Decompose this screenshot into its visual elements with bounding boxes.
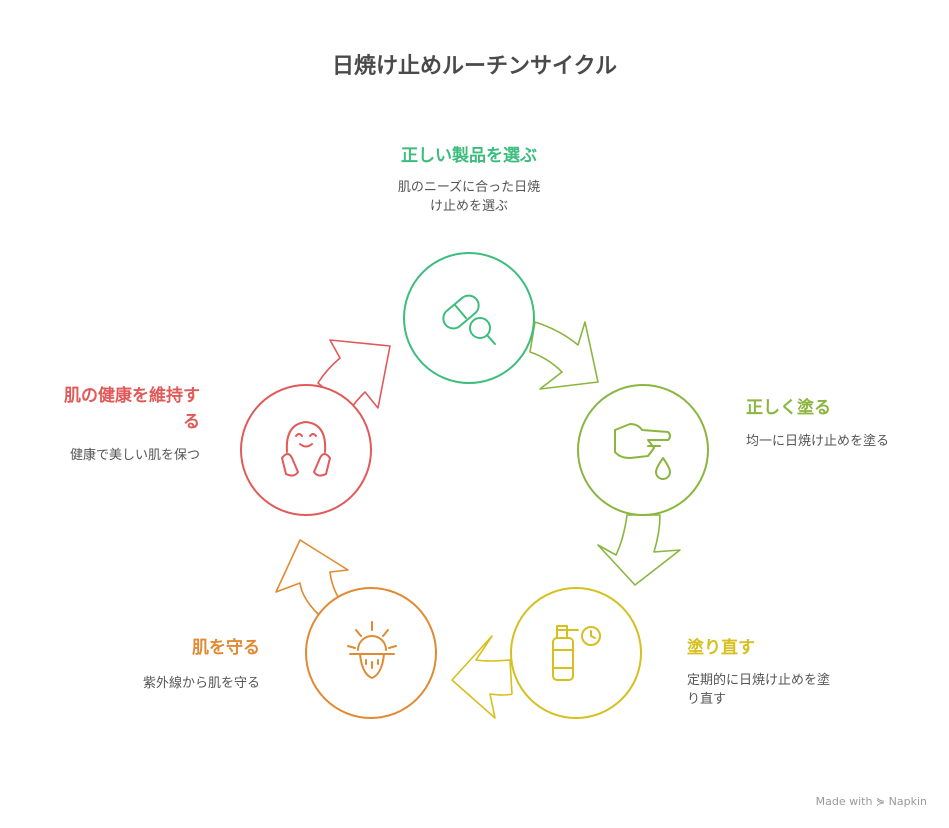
step-2-desc: 均一に日焼け止めを塗る xyxy=(746,434,890,449)
step-circle-3 xyxy=(510,587,642,719)
sun-shield-icon xyxy=(347,621,397,680)
step-5-desc: 健康で美しい肌を保つ xyxy=(69,448,200,463)
bottle-timer-icon xyxy=(552,625,601,681)
arrow-4-to-5 xyxy=(275,539,349,615)
step-4-title: 肌を守る xyxy=(192,638,260,658)
happy-face-icon xyxy=(281,421,331,477)
arrow-2-to-3 xyxy=(597,514,681,586)
step-2-title: 正しく塗る xyxy=(746,398,831,418)
step-5-title: 肌の健康を維持す る xyxy=(64,386,200,432)
hand-drop-icon xyxy=(614,423,671,480)
step-4-desc: 紫外線から肌を守る xyxy=(142,676,260,691)
arrow-1-to-2 xyxy=(529,321,599,390)
step-3-title: 塗り直す xyxy=(687,638,755,658)
step-3-desc: 定期的に日焼け止めを塗 り直す xyxy=(687,673,831,707)
napkin-watermark: Made with ⋟ Napkin xyxy=(815,795,927,808)
step-circle-5 xyxy=(240,384,372,516)
arrow-3-to-4 xyxy=(451,635,513,719)
step-circle-2 xyxy=(577,384,709,516)
step-1-desc: 肌のニーズに合った日焼 け止めを選ぶ xyxy=(397,180,541,214)
step-1-title: 正しい製品を選ぶ xyxy=(401,146,537,166)
pill-magnifier-icon xyxy=(442,294,496,345)
page-title: 日焼け止めルーチンサイクル xyxy=(332,54,617,79)
